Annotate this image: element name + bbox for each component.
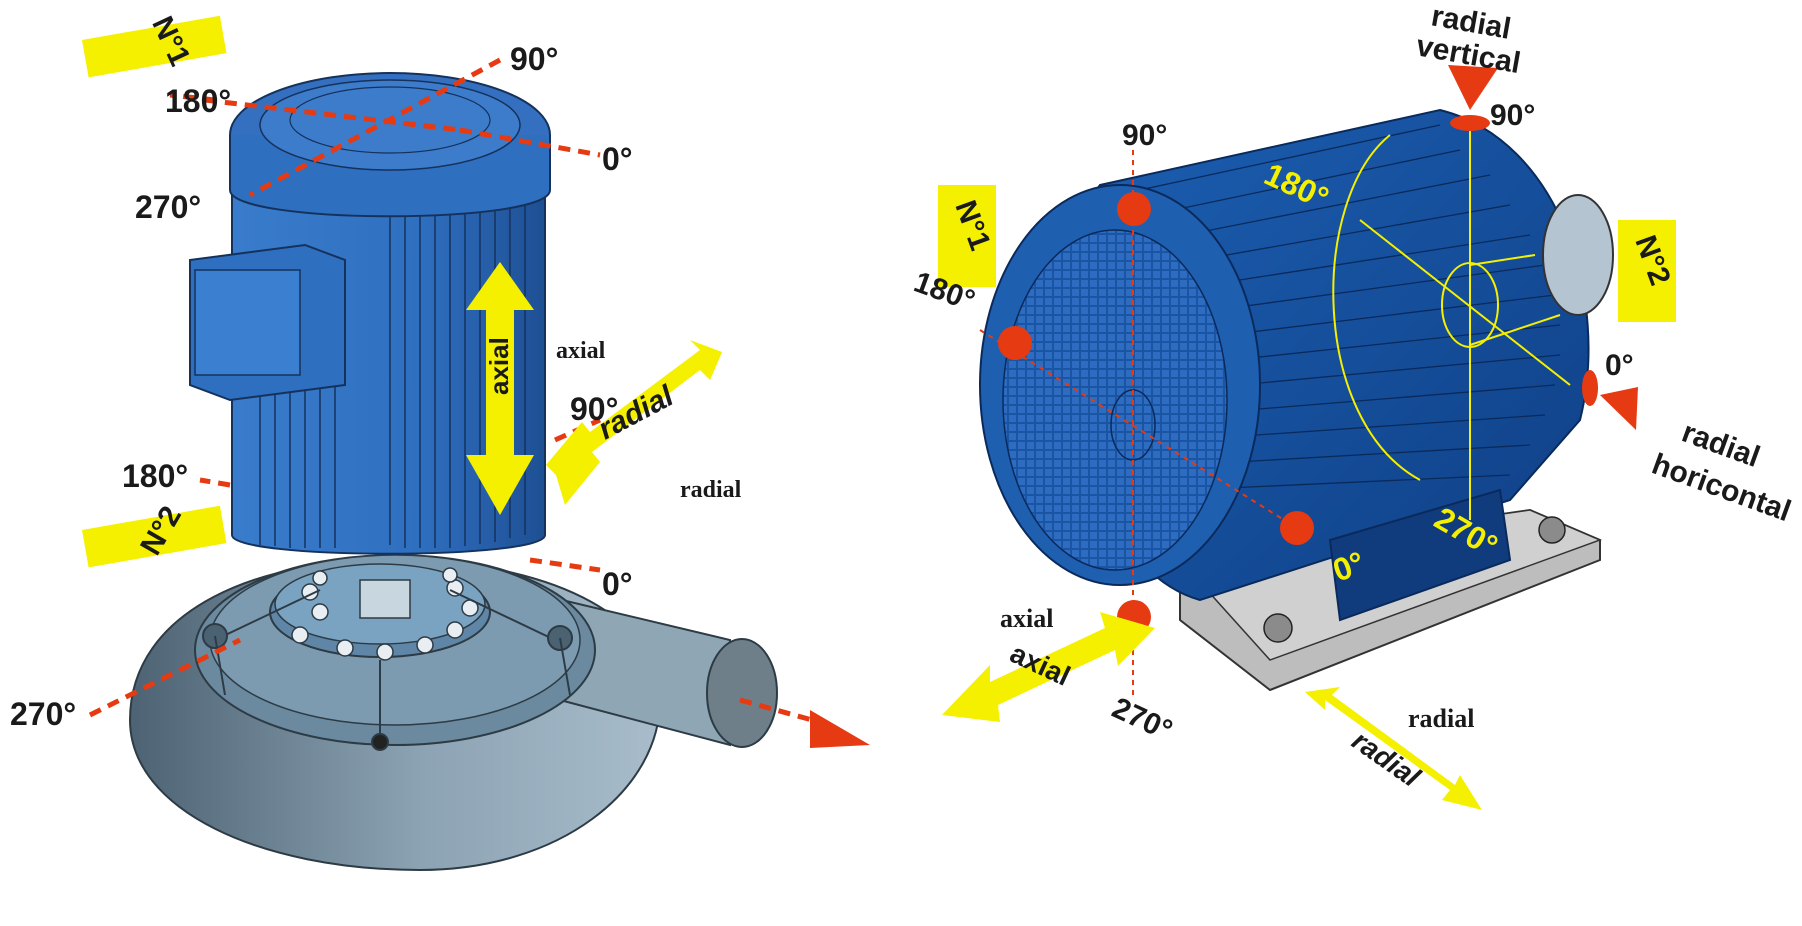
axial-arrow-text: axial xyxy=(484,337,514,395)
motor-rear-0deg: 0° xyxy=(1605,349,1634,382)
motor-axial-arrow xyxy=(942,612,1155,722)
motor-radial-arrow-text: radial xyxy=(1347,725,1427,794)
motor-axial-label: axial xyxy=(1000,604,1053,633)
motor-radial-label: radial xyxy=(1408,704,1474,733)
motor-rear-90deg: 90° xyxy=(1490,99,1535,132)
front-measuring-points xyxy=(998,192,1314,634)
outlet-direction-marker xyxy=(810,710,870,748)
pump-bottom-0deg: 0° xyxy=(602,566,633,602)
tag-n1-pump: N°1 xyxy=(82,11,227,78)
motor-front-270deg: 270° xyxy=(1107,691,1177,747)
pump-top-270deg: 270° xyxy=(135,189,201,225)
horizontal-motor-assembly: axial radial N°1 N°2 90° 180° 270° 180° … xyxy=(910,0,1795,810)
axial-label: axial xyxy=(556,338,606,364)
motor-front-90deg: 90° xyxy=(1122,119,1167,152)
rear-reference-lines xyxy=(1332,120,1571,520)
radial-label: radial xyxy=(680,477,742,503)
pump-shaft xyxy=(359,579,411,619)
motor-foot xyxy=(1328,488,1512,622)
pump-outlet-opening xyxy=(706,638,778,748)
tag-n1-motor: N°1 xyxy=(938,185,997,287)
motor-radial-arrow xyxy=(1305,687,1482,810)
tag-n2-motor: N°2 xyxy=(1618,220,1677,322)
pump-top-0deg: 0° xyxy=(602,141,633,177)
pump-bottom-90deg: 90° xyxy=(570,391,618,427)
radial-horizontal-marker xyxy=(1600,387,1638,430)
rear-top-point xyxy=(1450,115,1490,131)
rear-right-point xyxy=(1582,370,1598,406)
top-measurement-lines xyxy=(169,57,601,198)
pump-top-180deg: 180° xyxy=(165,83,231,119)
vertical-pump-assembly: axial radial axial radial N°1 N°2 90° 18… xyxy=(10,11,870,872)
front-reference-lines xyxy=(979,150,1301,700)
radial-double-arrow xyxy=(546,340,722,505)
tag-n2-pump: N°2 xyxy=(82,501,227,568)
axial-double-arrow xyxy=(466,262,534,515)
pump-bottom-180deg: 180° xyxy=(122,458,188,494)
motor-rear-shaft xyxy=(1542,194,1614,316)
motor-fan-grille xyxy=(1002,229,1228,571)
base-bolts xyxy=(1263,516,1566,643)
flange-bolts xyxy=(291,567,479,661)
pump-top-90deg: 90° xyxy=(510,41,558,77)
pump-bottom-270deg: 270° xyxy=(10,696,76,732)
pump-support-feet xyxy=(202,589,573,751)
radial-vertical-marker xyxy=(1448,65,1498,110)
